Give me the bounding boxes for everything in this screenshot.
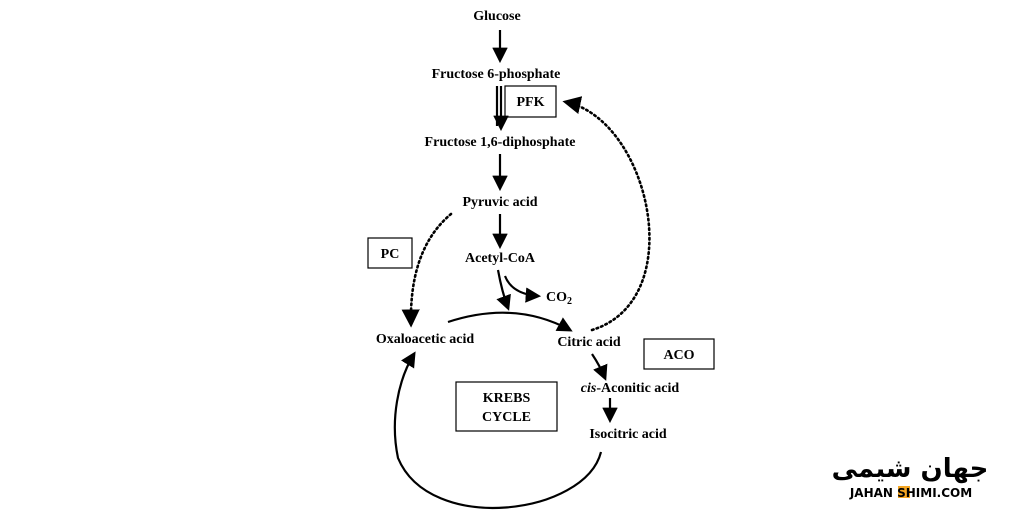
arc-isocitric-to-oxaloacetic [393,351,603,510]
krebs-cycle-line2: CYCLE [482,410,531,425]
co2-base: CO [546,290,567,305]
cis-prefix: cis [581,381,597,396]
watermark-e-badge [898,486,910,498]
dotted-pyruvic-to-oxaloacetic [401,212,453,328]
arrow-acetylcoa-to-citric-junction [496,269,511,311]
watermark-logo-text: جهان شیمی [832,454,989,484]
node-glucose: Glucose [473,9,520,24]
dotted-citric-to-pfk [562,96,651,332]
enzyme-pc-box: PC [367,237,413,269]
node-fructose-1-6-diphosphate: Fructose 1,6-diphosphate [425,135,576,150]
cis-rest: -Aconitic acid [596,381,679,396]
arrow-citric-to-cis-aconitic [591,353,608,381]
node-co2: CO2 [546,290,572,307]
watermark-url: JAHAN SHIMI.COM [849,486,972,500]
watermark-logo: جهان شیمی JAHAN SHIMI.COM [832,454,989,500]
enzyme-pfk-box: PFK [504,85,557,118]
arrow-co2-release [503,275,542,303]
node-fructose-6-phosphate: Fructose 6-phosphate [432,67,561,82]
node-oxaloacetic-acid: Oxaloacetic acid [376,332,475,347]
enzyme-aco-label: ACO [663,348,694,363]
enzyme-pfk-label: PFK [517,95,545,110]
node-acetyl-coa: Acetyl-CoA [465,251,536,266]
enzyme-pc-label: PC [381,247,400,262]
krebs-cycle-box: KREBS CYCLE [455,381,558,432]
enzyme-aco-box: ACO [643,338,715,370]
krebs-cycle-line1: KREBS [483,391,531,406]
node-isocitric-acid: Isocitric acid [589,427,667,442]
node-citric-acid: Citric acid [557,335,621,350]
arc-oxaloacetic-to-citric [447,311,573,332]
co2-subscript: 2 [567,296,572,307]
node-pyruvic-acid: Pyruvic acid [462,195,537,210]
node-cis-aconitic-acid: cis-Aconitic acid [581,381,680,396]
